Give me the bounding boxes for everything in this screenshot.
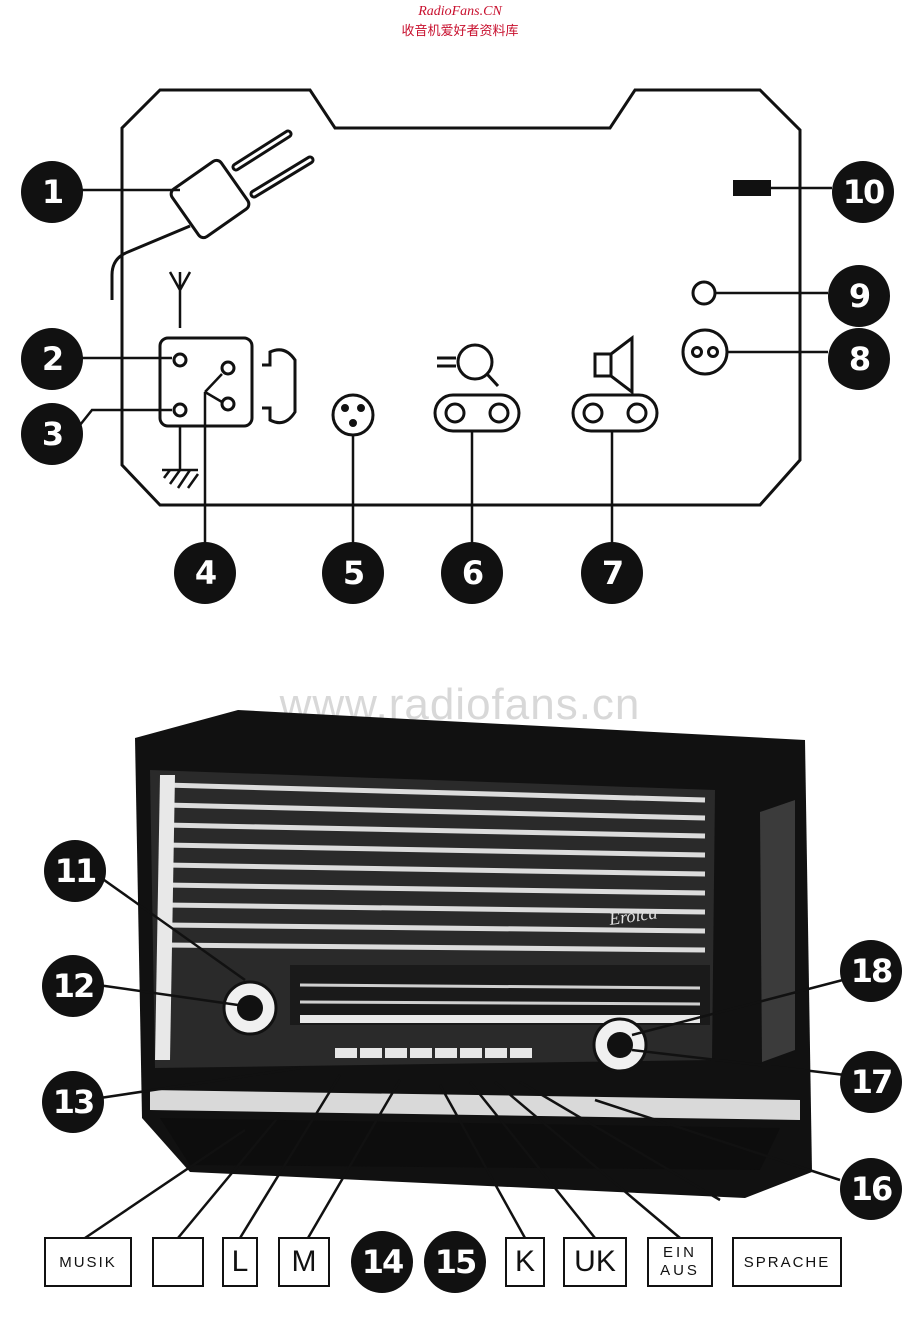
- callout-16: 16: [840, 1158, 902, 1220]
- button-uk: UK: [563, 1237, 627, 1287]
- speaker-icon: [593, 334, 634, 396]
- callout-5: 5: [322, 542, 384, 604]
- left-knob: [222, 980, 278, 1036]
- speaker-socket: [571, 393, 659, 433]
- ground-icon: [162, 426, 200, 489]
- button-m: M: [278, 1237, 330, 1287]
- button-ein-label: EIN: [662, 1244, 697, 1261]
- radio-cabinet: Eroica: [135, 710, 812, 1198]
- antenna-socket: [158, 336, 297, 428]
- socket-5: [331, 393, 375, 437]
- socket-8: [681, 328, 729, 376]
- pickup-icon: [437, 343, 500, 388]
- callout-10: 10: [832, 161, 894, 223]
- button-musik: MUSIK: [44, 1237, 132, 1287]
- speaker-grille: [164, 782, 706, 953]
- button-ein-aus: EIN AUS: [647, 1237, 713, 1287]
- control-9: [691, 280, 717, 306]
- callout-3: 3: [21, 403, 83, 465]
- callout-13: 13: [42, 1071, 104, 1133]
- site-brand: RadioFans.CN: [418, 4, 502, 19]
- callout-9: 9: [828, 265, 890, 327]
- callout-1: 1: [21, 161, 83, 223]
- callout-15: 15: [424, 1231, 486, 1293]
- front-leader-lines: [84, 868, 863, 1240]
- rear-panel: [120, 88, 802, 507]
- antenna-icon: [168, 271, 192, 328]
- button-tone: [152, 1237, 204, 1287]
- callout-8: 8: [828, 328, 890, 390]
- callout-6: 6: [441, 542, 503, 604]
- callout-11: 11: [44, 840, 106, 902]
- control-10: [733, 180, 771, 196]
- callout-18: 18: [840, 940, 902, 1002]
- callout-7: 7: [581, 542, 643, 604]
- button-k: K: [505, 1237, 545, 1287]
- callout-12: 12: [42, 955, 104, 1017]
- button-sprache: SPRACHE: [732, 1237, 842, 1287]
- button-l: L: [222, 1237, 258, 1287]
- right-knob: [592, 1017, 648, 1073]
- mains-plug-icon: [110, 129, 315, 300]
- button-aus-label: AUS: [660, 1262, 700, 1279]
- callout-4: 4: [174, 542, 236, 604]
- push-buttons: [335, 1048, 532, 1058]
- pickup-socket: [433, 393, 521, 433]
- dial-scale: [290, 965, 710, 1025]
- callout-2: 2: [21, 328, 83, 390]
- callout-17: 17: [840, 1051, 902, 1113]
- rear-leader-lines: [70, 186, 832, 545]
- site-subtitle: 收音机爱好者资料库: [401, 24, 519, 39]
- callout-14: 14: [351, 1231, 413, 1293]
